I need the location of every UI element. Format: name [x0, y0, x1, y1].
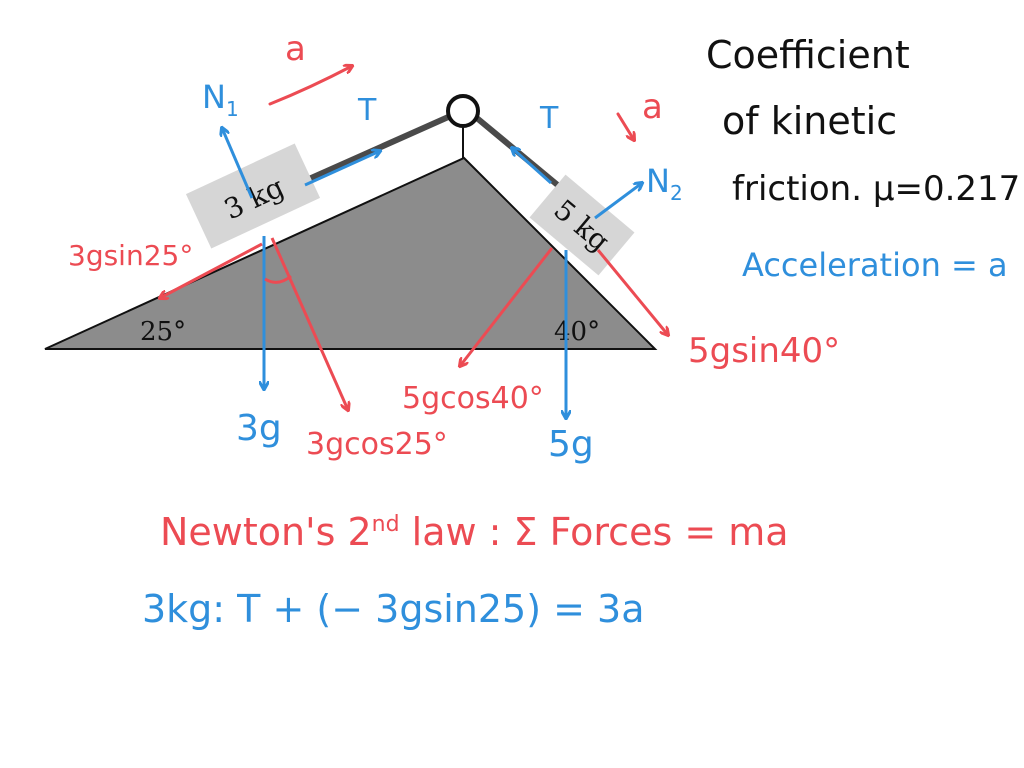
component-right-perp-arrow [460, 247, 554, 366]
newton-law-line: Newton's 2nd law : Σ Forces = ma [160, 510, 789, 554]
comp-left-parallel-label: 3gsin25° [68, 239, 193, 272]
tension-right-label: T [539, 101, 559, 136]
friction-note-line2: of kinetic [722, 99, 897, 143]
normal-left-subscript: 1 [226, 97, 239, 121]
angle-arc-left [264, 274, 292, 284]
acceleration-left-arrow [268, 66, 352, 106]
friction-note-line1: Coefficient [706, 33, 910, 77]
equation-3kg: 3kg: T + (− 3gsin25) = 3a [142, 587, 645, 631]
pulley [446, 94, 480, 128]
component-left-perp-arrow [270, 237, 348, 410]
accel-left-label: a [285, 29, 306, 69]
acceleration-note: Acceleration = a [742, 246, 1008, 284]
gravity-right-label: 5g [548, 424, 594, 465]
acceleration-right-arrow [616, 112, 634, 140]
tension-left-arrow [304, 151, 380, 187]
normal-right-label: N2 [646, 162, 683, 205]
tension-right-arrow [512, 148, 553, 185]
newton-superscript: nd [372, 512, 400, 537]
angle-right-label: 40° [554, 317, 600, 347]
block-5kg [529, 174, 635, 276]
comp-right-perp-label: 5gcos40° [402, 381, 544, 416]
block-3kg [185, 143, 321, 249]
component-right-parallel-arrow [596, 249, 668, 335]
normal-force-right-arrow [594, 183, 642, 220]
comp-left-perp-label: 3gcos25° [306, 427, 448, 462]
component-left-parallel-arrow [160, 242, 263, 298]
accel-right-label: a [642, 87, 663, 127]
angle-left-label: 25° [140, 317, 186, 347]
normal-right-subscript: 2 [670, 181, 683, 205]
inclined-plane [44, 156, 658, 350]
normal-left-label: N1 [202, 78, 239, 121]
friction-note-line3: friction. μ=0.217 [732, 169, 1020, 209]
normal-force-left-arrow [222, 128, 254, 199]
comp-right-parallel-label: 5gsin40° [688, 331, 840, 371]
gravity-left-label: 3g [236, 408, 282, 449]
tension-left-label: T [357, 93, 377, 128]
